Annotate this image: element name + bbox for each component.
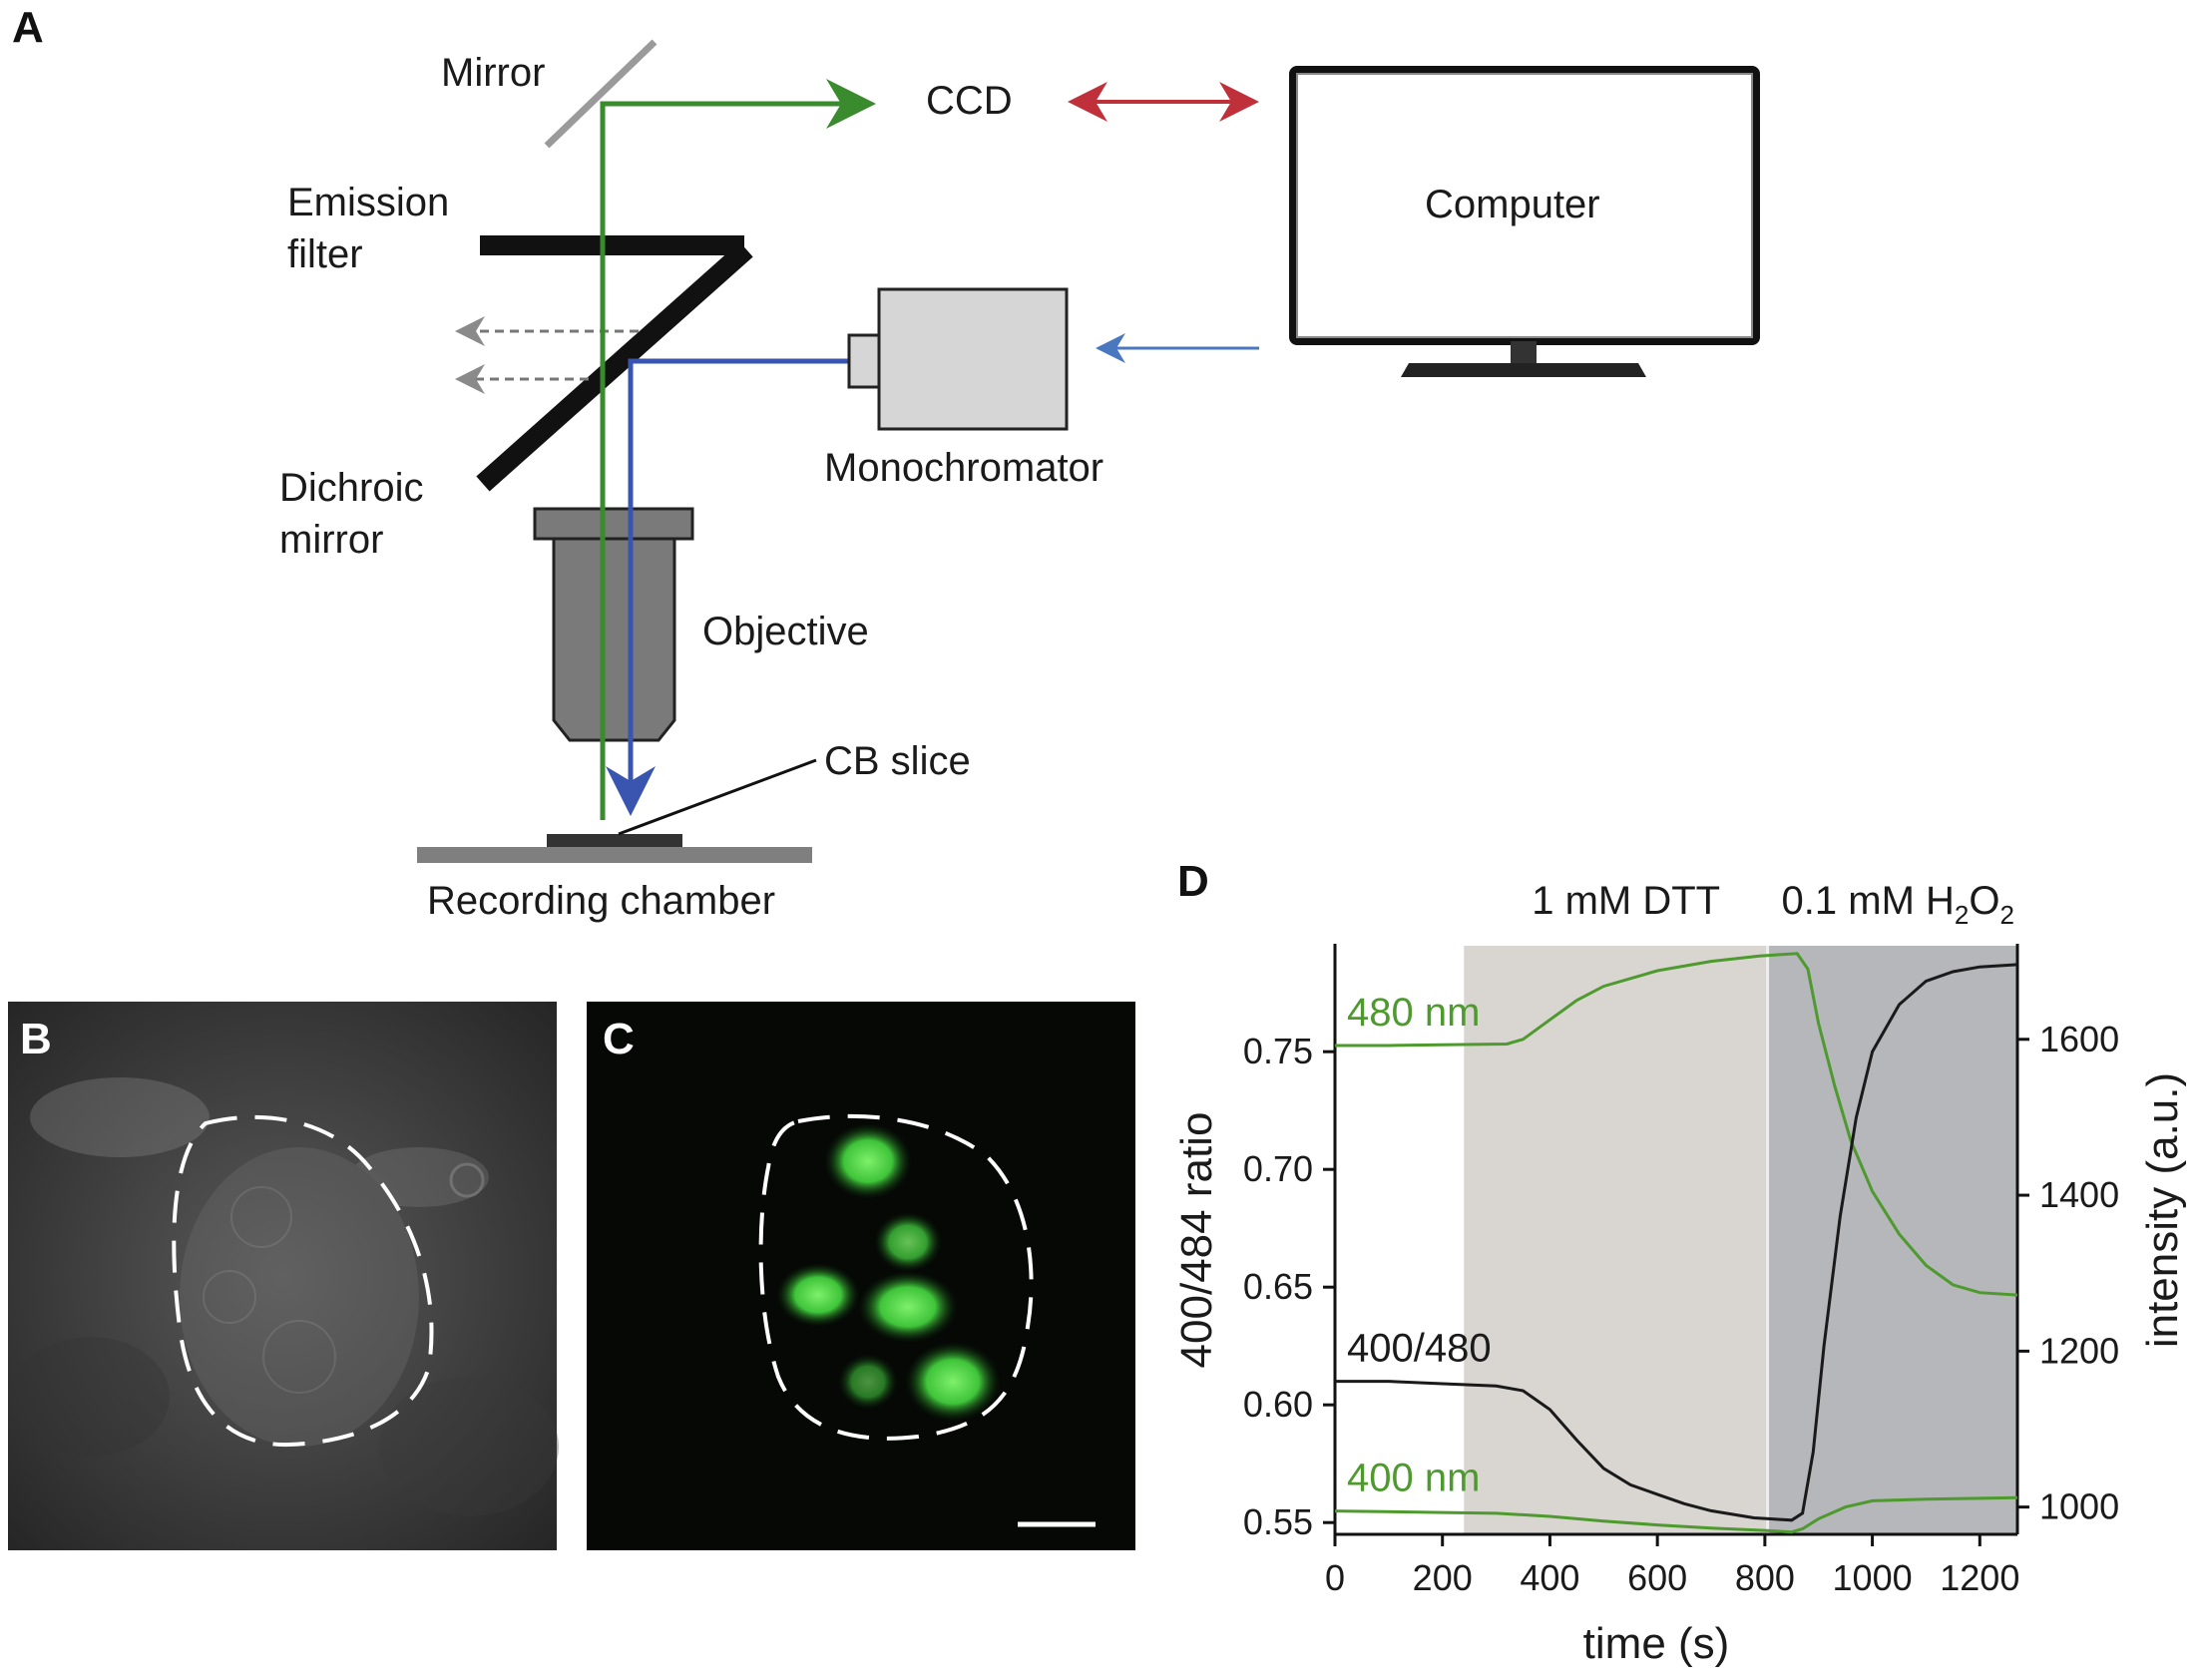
fluorescent-cells (776, 1123, 1001, 1422)
x-tick-label-200: 200 (1413, 1557, 1473, 1598)
ccd-label: CCD (926, 79, 1013, 123)
top-mirror (544, 39, 658, 149)
treatment-label-h2o2: 0.1 mM H2O2 (1782, 879, 2014, 930)
cb-slice-label: CB slice (824, 739, 971, 783)
treatment-region-1 (1464, 946, 1768, 1534)
monochromator (847, 287, 1069, 431)
panel-d-label: D (1177, 857, 1209, 906)
panel-c-label: C (603, 1015, 635, 1063)
treatment-label-h2o2-part: O (1969, 879, 1999, 923)
objective-label: Objective (702, 610, 869, 653)
y-left-axis-title: 400/484 ratio (1172, 1112, 1221, 1369)
panel-b: B (8, 1002, 559, 1550)
panel-a-label: A (12, 3, 44, 52)
dichroic-mirror-label-2: mirror (279, 518, 383, 562)
cb-outline-fluorescence (758, 1113, 1034, 1441)
y-left-tick-label-0.70: 0.70 (1243, 1148, 1313, 1189)
y-right-tick-label-1200: 1200 (2039, 1330, 2119, 1371)
x-tick-label-1200: 1200 (1940, 1557, 2019, 1598)
monochromator-label: Monochromator (824, 446, 1103, 490)
series-line-400-480 (1335, 963, 2018, 1522)
dichroic-mirror-label-1: Dichroic (279, 466, 423, 510)
panel-c: C (587, 1002, 1135, 1550)
series-line-400-nm (1334, 1495, 2018, 1534)
series-line-480-nm (1335, 952, 2018, 1297)
fluorescence-image (587, 1002, 1135, 1550)
excitation-beam (606, 358, 851, 816)
series-label-400-nm: 400 nm (1347, 1457, 1480, 1500)
y-left-tick-label-0.55: 0.55 (1243, 1501, 1313, 1542)
treatment-label-h2o2-part: 2 (2000, 900, 2014, 930)
brightfield-texture (10, 1077, 559, 1516)
series-label-400-480: 400/480 (1347, 1327, 1492, 1371)
treatment-label-dtt: 1 mM DTT (1532, 879, 1720, 923)
computer-label: Computer (1425, 183, 1600, 226)
treatment-label-h2o2-part: 0.1 mM H (1782, 879, 1955, 923)
computer-monitor (1289, 66, 1760, 377)
emission-beam (600, 79, 876, 820)
y-left-tick-label-0.65: 0.65 (1243, 1266, 1313, 1307)
x-tick-label-400: 400 (1520, 1557, 1579, 1598)
dichroic-mirror (476, 241, 753, 492)
panel-a: A Mirror Emission filter Dichroic mirror… (12, 3, 1760, 923)
panel-b-label: B (20, 1015, 52, 1063)
y-right-axis-title: intensity (a.u.) (2138, 1072, 2187, 1348)
cb-slice (547, 834, 682, 847)
objective (533, 507, 694, 742)
treatment-region-2 (1767, 946, 2017, 1534)
cb-outline-brightfield (172, 1114, 434, 1448)
y-right-tick-label-1600: 1600 (2039, 1019, 2119, 1059)
x-tick-label-0: 0 (1325, 1557, 1345, 1598)
recording-chamber-label: Recording chamber (427, 879, 775, 923)
mirror-label: Mirror (441, 51, 545, 95)
x-axis-title: time (s) (1583, 1619, 1730, 1668)
treatment-label-h2o2-part: 2 (1955, 900, 1969, 930)
series-label-480-nm: 480 nm (1347, 991, 1480, 1035)
y-left-tick-label-0.75: 0.75 (1243, 1031, 1313, 1071)
y-left-tick-label-0.60: 0.60 (1243, 1384, 1313, 1425)
cb-slice-pointer (618, 758, 817, 836)
emission-filter-label-1: Emission (287, 181, 449, 224)
x-tick-label-800: 800 (1735, 1557, 1795, 1598)
x-tick-label-1000: 1000 (1833, 1557, 1913, 1598)
recording-chamber (417, 847, 812, 863)
emission-filter-label-2: filter (287, 232, 363, 276)
y-right-tick-label-1400: 1400 (2039, 1174, 2119, 1215)
x-tick-label-600: 600 (1627, 1557, 1687, 1598)
y-right-tick-label-1000: 1000 (2039, 1486, 2119, 1527)
brightfield-image (8, 1002, 557, 1550)
